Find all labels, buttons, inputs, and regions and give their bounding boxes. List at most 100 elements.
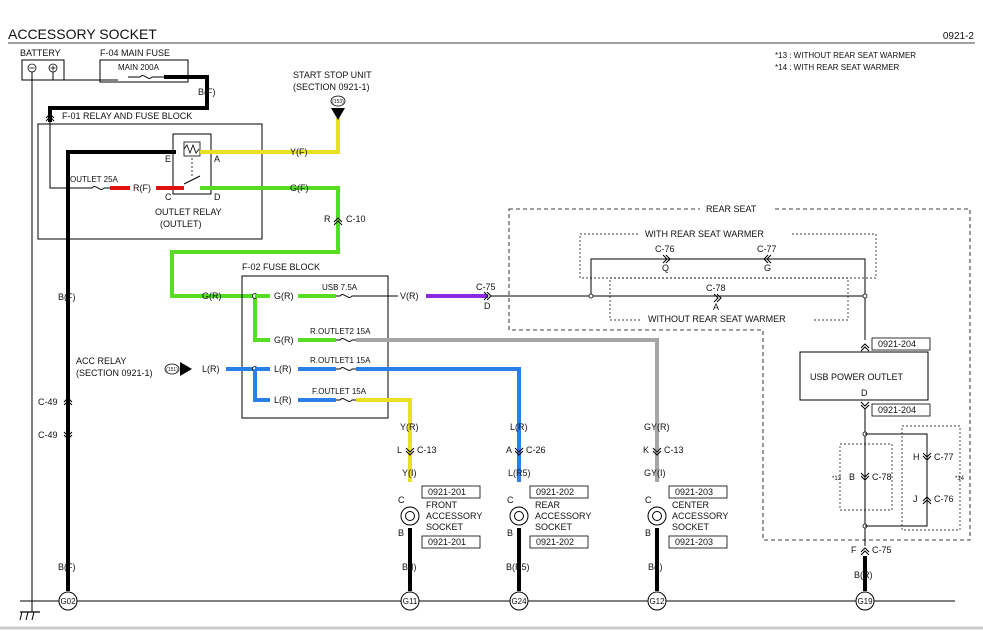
c75-bottom-pin: F — [851, 545, 857, 555]
acc-relay-arrow-icon — [180, 362, 192, 376]
c78-pin: A — [713, 302, 719, 312]
usb-power-outlet-label: USB POWER OUTLET — [810, 372, 904, 382]
blue-wire-lr1-label: L(R) — [274, 364, 292, 374]
ground-g12: G12 — [647, 591, 667, 611]
green-branch-wire — [253, 296, 270, 342]
fuse-fout-icon — [336, 398, 356, 402]
connector-c10-pin: R — [324, 214, 331, 224]
svg-text:G24: G24 — [511, 597, 527, 606]
usb-pin-d: D — [861, 388, 868, 398]
outlet-fuse-icon — [86, 186, 110, 190]
usb-ref-bottom — [871, 403, 931, 417]
front-label-1: FRONT — [426, 500, 457, 510]
yellow-signal-wire-label: Y(F) — [290, 147, 308, 157]
battery-positive-wire — [52, 72, 100, 81]
battery-label: BATTERY — [20, 48, 61, 58]
without-warmer-label: WITHOUT REAR SEAT WARMER — [648, 314, 786, 324]
outlet-fuse-feed — [49, 122, 86, 189]
relay-pin-a: A — [214, 154, 220, 164]
start-stop-label-2: (SECTION 0921-1) — [293, 82, 370, 92]
c78-connector-icon — [713, 293, 722, 303]
acc-relay-label-2: (SECTION 0921-1) — [76, 368, 153, 378]
usb-power-outlet-box — [799, 351, 929, 401]
relay-pin-e: E — [165, 154, 171, 164]
main-fuse-icon — [128, 75, 164, 79]
blue-wire-lr2-label: L(R) — [274, 395, 292, 405]
gray-wire — [356, 338, 659, 482]
start-stop-arrow-icon — [331, 108, 345, 120]
rear-wire-mid-label: L(R5) — [508, 468, 531, 478]
center-ref-bottom — [668, 535, 728, 549]
rear-ref-bottom — [529, 535, 589, 549]
center-ref-top — [668, 485, 728, 499]
usb-ref-bottom-text: 0921-204 — [878, 405, 916, 415]
rear-pin-b: B — [507, 528, 513, 538]
c77h-connector-icon — [922, 452, 932, 461]
center-wire-mid-label: GY(I) — [644, 468, 666, 478]
connector-front-c13-icon — [405, 447, 415, 456]
front-ref-top — [421, 485, 481, 499]
fuse-usb-label: USB 7.5A — [322, 283, 358, 292]
ground-g19: G19 — [855, 591, 875, 611]
with-warmer-label: WITH REAR SEAT WARMER — [645, 229, 764, 239]
c76j-connector-icon — [922, 496, 932, 505]
front-socket-icon — [400, 506, 420, 526]
rear-socket-icon — [509, 506, 529, 526]
acc-relay-label-1: ACC RELAY — [76, 356, 126, 366]
note-13: *13 : WITHOUT REAR SEAT WARMER — [775, 51, 916, 60]
svg-text:G19: G19 — [857, 597, 873, 606]
c78b-pin: B — [849, 472, 855, 482]
c75-bottom-label: C-75 — [872, 545, 892, 555]
connector-c75-top: C-75 — [476, 282, 496, 292]
green-wire-gf-label: G(F) — [290, 183, 309, 193]
relay-block-label: F-01 RELAY AND FUSE BLOCK — [62, 111, 192, 121]
connector-c49-b-icon — [63, 431, 73, 440]
front-wire-mid-label: Y(I) — [402, 468, 417, 478]
fuse-usb-icon — [336, 294, 356, 298]
svg-text:G02: G02 — [60, 597, 76, 606]
center-socket-icon — [647, 506, 667, 526]
usb-ref-top — [871, 337, 931, 351]
c78-label: C-78 — [706, 283, 726, 293]
c76j-pin: J — [913, 494, 918, 504]
front-pin-c: C — [398, 495, 405, 505]
front-wire-bottom-label: B(I) — [402, 562, 417, 572]
purple-wire-label: V(R) — [400, 291, 419, 301]
with-warmer-box — [579, 233, 877, 279]
c77h-pin: H — [913, 452, 920, 462]
ground-g11: G11 — [400, 591, 420, 611]
c76j-label: C-76 — [934, 494, 954, 504]
c77-label: C-77 — [757, 244, 777, 254]
front-ref-top-text: 0921-201 — [428, 487, 466, 497]
with-warmer-wire — [590, 258, 866, 296]
rear-label-1: REAR — [535, 500, 561, 510]
front-ref-bottom — [421, 535, 481, 549]
fuse-block-label: F-02 FUSE BLOCK — [242, 262, 320, 272]
center-ref-top-text: 0921-203 — [675, 487, 713, 497]
outlet-fuse-label: OUTLET 25A — [70, 175, 119, 184]
rear-seat-label: REAR SEAT — [706, 204, 757, 214]
usb-ref-top-text: 0921-204 — [878, 339, 916, 349]
connector-center-c13-icon — [652, 447, 662, 456]
usb-pin-d-connector-icon — [860, 401, 870, 410]
svg-text:(151): (151) — [166, 367, 178, 373]
fuse-rout2-icon — [336, 338, 356, 342]
start-stop-label-1: START STOP UNIT — [293, 70, 372, 80]
acc-relay-ref-icon: (151) — [164, 363, 180, 375]
with-warmer-c77-box — [901, 425, 961, 531]
center-wire-bottom-label: B(I) — [648, 562, 663, 572]
center-conn: C-13 — [664, 445, 684, 455]
without-warmer-c78-box — [839, 443, 893, 511]
c77h-label: C-77 — [934, 452, 954, 462]
front-label-2: ACCESSORY — [426, 511, 482, 521]
front-label-3: SOCKET — [426, 522, 464, 532]
green-wire — [170, 186, 340, 298]
svg-text:G12: G12 — [649, 597, 665, 606]
main-fuse-rating: MAIN 200A — [118, 63, 160, 72]
c76-label: C-76 — [655, 244, 675, 254]
left-wire-bottom-label: B(F) — [58, 562, 76, 572]
green-wire-gr-in-label: G(R) — [202, 291, 222, 301]
fuse-rout2-label: R.OUTLET2 15A — [310, 327, 371, 336]
black-feed-wire — [66, 150, 176, 591]
